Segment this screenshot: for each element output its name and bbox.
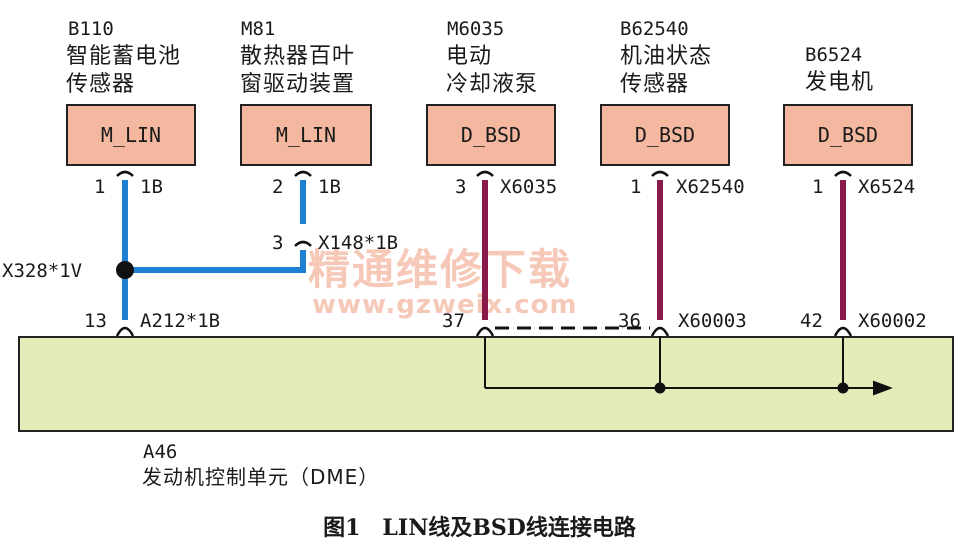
m6035-code: M6035 bbox=[447, 18, 505, 40]
b6524-pin-number: 1 bbox=[812, 176, 824, 198]
dme-bsd-pin-42: 42 bbox=[800, 310, 823, 332]
b62540-code: B62540 bbox=[620, 18, 689, 40]
m6035-pin-number: 3 bbox=[455, 176, 467, 198]
watermark-url: www.gzweix.com bbox=[312, 290, 578, 320]
m81-box-label: M_LIN bbox=[275, 123, 337, 147]
m81-name-line2: 窗驱动装置 bbox=[240, 72, 356, 97]
b110-name-line1: 智能蓄电池 bbox=[66, 44, 182, 69]
dme-lin-connector: A212*1B bbox=[140, 310, 221, 332]
b6524-code: B6524 bbox=[805, 44, 863, 66]
b6524-connector: X6524 bbox=[858, 176, 916, 198]
m6035-box-label: D_BSD bbox=[460, 123, 522, 147]
splice-dot bbox=[116, 261, 134, 279]
b110-box: M_LIN bbox=[66, 104, 196, 166]
b110-box-label: M_LIN bbox=[100, 123, 162, 147]
m6035-connector: X6035 bbox=[500, 176, 558, 198]
m6035-name-line1: 电动 bbox=[446, 44, 493, 69]
b6524-box: D_BSD bbox=[783, 104, 913, 166]
m6035-name-line2: 冷却液泵 bbox=[446, 72, 539, 97]
m81-name-line1: 散热器百叶 bbox=[240, 44, 356, 69]
m81-pin-number: 2 bbox=[272, 176, 284, 198]
m6035-box: D_BSD bbox=[426, 104, 556, 166]
m81-connector: 1B bbox=[318, 176, 341, 198]
m81-pin2-number: 3 bbox=[272, 232, 284, 254]
b62540-name-line2: 传感器 bbox=[620, 72, 690, 97]
dme-bsd-pin-36: 36 bbox=[618, 310, 641, 332]
dme-lin-pin: 13 bbox=[84, 310, 107, 332]
ecu-code: A46 bbox=[143, 441, 178, 463]
b6524-name-line1: 发电机 bbox=[805, 70, 875, 95]
dme-bsd-connector-a: X60003 bbox=[678, 310, 747, 332]
b110-code: B110 bbox=[68, 18, 114, 40]
lin-wires bbox=[116, 180, 306, 320]
b62540-pin-number: 1 bbox=[630, 176, 642, 198]
watermark-title: 精通维修下载 bbox=[308, 245, 573, 294]
b62540-box-label: D_BSD bbox=[634, 123, 696, 147]
m81-code: M81 bbox=[241, 18, 276, 40]
b110-connector: 1B bbox=[140, 176, 163, 198]
b110-pin-number: 1 bbox=[94, 176, 106, 198]
connector-arcs bbox=[115, 170, 853, 337]
b6524-box-label: D_BSD bbox=[817, 123, 879, 147]
b110-name-line2: 传感器 bbox=[66, 72, 136, 97]
b62540-box: D_BSD bbox=[600, 104, 730, 166]
ecu-name: 发动机控制单元（DME） bbox=[142, 465, 380, 489]
figure-caption: 图1 LIN线及BSD线连接电路 bbox=[323, 515, 636, 541]
m81-connector2: X148*1B bbox=[318, 232, 399, 254]
bsd-wires bbox=[482, 180, 846, 320]
m81-box: M_LIN bbox=[240, 104, 372, 166]
b62540-connector: X62540 bbox=[676, 176, 745, 198]
internal-bus bbox=[484, 336, 893, 396]
b62540-name-line1: 机油状态 bbox=[620, 44, 713, 69]
dme-bsd-pin-37: 37 bbox=[442, 310, 465, 332]
dme-bsd-connector-c: X60002 bbox=[858, 310, 927, 332]
splice-label: X328*1V bbox=[2, 260, 83, 282]
